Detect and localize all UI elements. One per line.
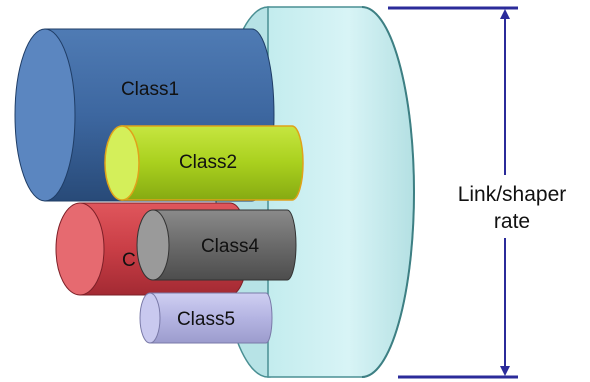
class2-cylinder: Class2 (104, 125, 304, 201)
class4-cylinder: Class4 (136, 209, 297, 281)
link-rate-label-line1: Link/shaper (458, 183, 567, 206)
class5-label: Class5 (177, 309, 235, 330)
class4-label: Class4 (201, 236, 260, 257)
class3-label: C (122, 250, 136, 271)
link-cylinder-front-edge (361, 6, 415, 378)
rate-dimension: Link/shaper rate (388, 6, 567, 379)
link-rate-label-line2: rate (494, 210, 530, 233)
class1-label: Class1 (121, 79, 179, 100)
class2-label: Class2 (179, 152, 237, 173)
class5-cylinder: Class5 (139, 292, 273, 344)
